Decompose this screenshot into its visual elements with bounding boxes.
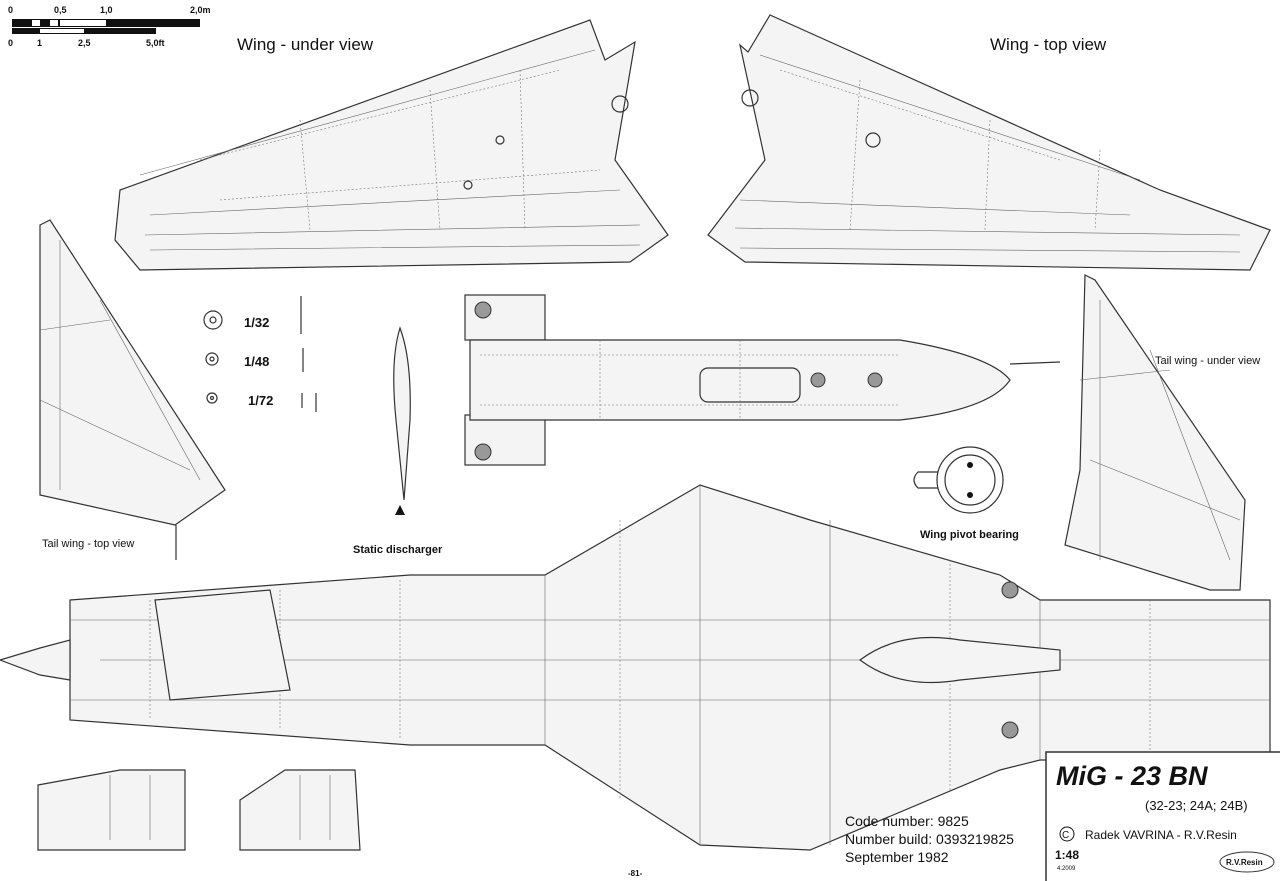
wing-top-view-label: Wing - top view [990, 35, 1107, 54]
scale-label-1-72: 1/72 [248, 393, 273, 408]
page-number: -81- [628, 869, 643, 878]
static-discharger-scales [203, 296, 317, 412]
scale-metric-1: 1,0 [100, 5, 113, 15]
scale-metric-05: 0,5 [54, 5, 67, 15]
wing-top-view-drawing [707, 14, 1271, 271]
build-date: September 1982 [845, 849, 949, 865]
drawing-date: 4.2009 [1057, 866, 1076, 872]
title-block: MiG - 23 BN (32-23; 24A; 24B) C Radek VA… [1045, 751, 1280, 881]
copyright-author: Radek VAVRINA - R.V.Resin [1085, 828, 1237, 842]
static-discharger-drawing [393, 326, 411, 515]
detail-parts-drawing [37, 769, 361, 851]
wing-under-view-drawing [114, 19, 669, 271]
scale-label-1-48: 1/48 [244, 354, 269, 369]
wing-pivot-bearing-label: Wing pivot bearing [920, 529, 1019, 541]
tail-wing-under-view-label: Tail wing - under view [1155, 355, 1260, 367]
scale-imperial-0: 0 [8, 38, 13, 48]
tail-wing-top-view-label: Tail wing - top view [42, 538, 134, 550]
aircraft-title: MiG - 23 BN [1056, 761, 1208, 791]
rv-resin-logo: R.V.Resin [1226, 858, 1263, 867]
scale-metric-2: 2,0m [190, 5, 211, 15]
static-discharger-label: Static discharger [353, 544, 443, 556]
scale-imperial-5: 5,0ft [146, 38, 165, 48]
scale-metric-0: 0 [8, 5, 13, 15]
fuselage-section-drawing [464, 294, 1061, 466]
wing-under-view-label: Wing - under view [237, 35, 374, 54]
drawing-scale: 1:48 [1055, 848, 1079, 862]
scale-imperial-25: 2,5 [78, 38, 91, 48]
scale-imperial-1: 1 [37, 38, 42, 48]
tail-wing-top-view-drawing [39, 219, 226, 560]
tail-wing-under-view-drawing [1064, 274, 1246, 591]
aircraft-variants: (32-23; 24A; 24B) [1145, 798, 1248, 813]
scale-bar: 0 0,5 1,0 2,0m 0 1 2,5 5,0ft [8, 5, 211, 48]
copyright-symbol: C [1062, 830, 1069, 841]
code-number: Code number: 9825 [845, 813, 969, 829]
number-build: Number build: 0393219825 [845, 831, 1014, 847]
wing-pivot-bearing-drawing [913, 446, 1004, 514]
scale-label-1-32: 1/32 [244, 315, 269, 330]
